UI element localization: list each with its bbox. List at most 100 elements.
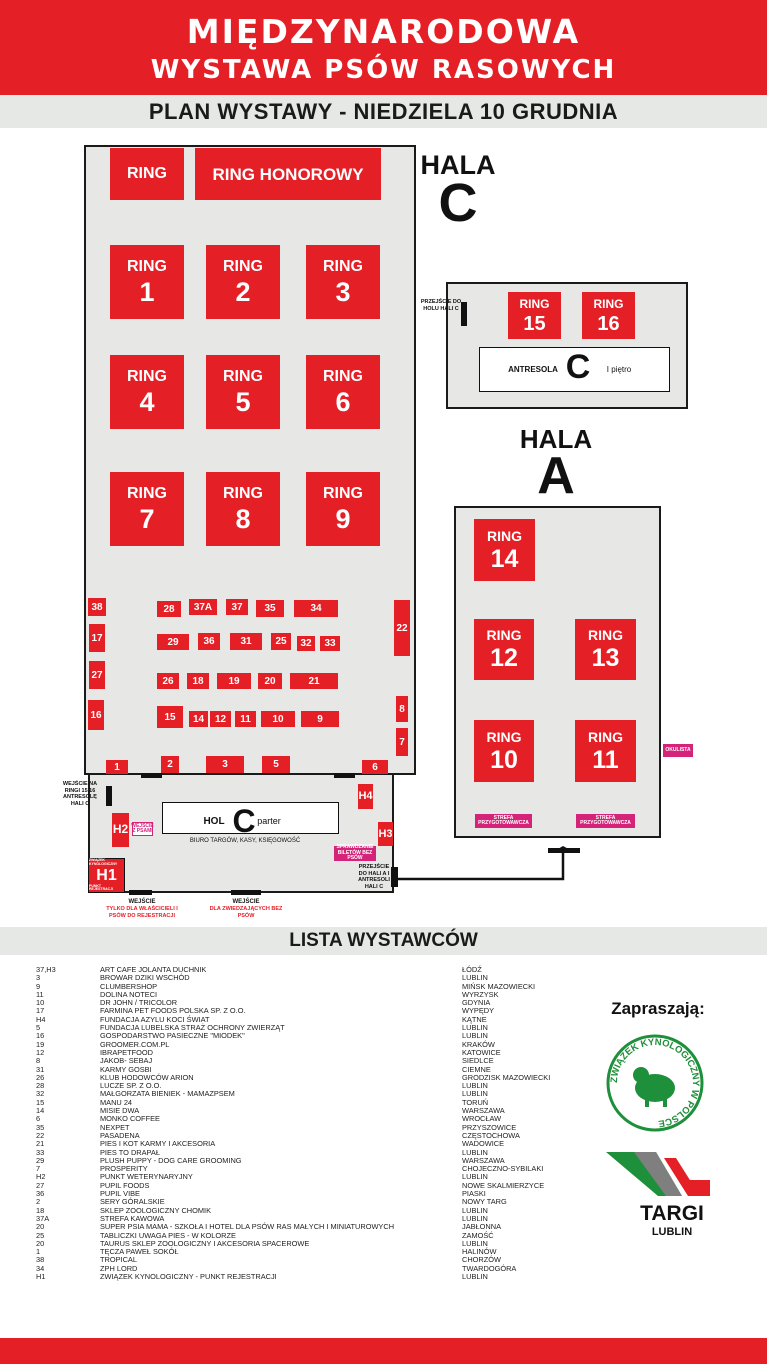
stand-26[interactable]: 26 (157, 673, 179, 689)
exhibitor-city: LUBLIN (462, 1205, 488, 1215)
stand-19[interactable]: 19 (217, 673, 251, 689)
ring-word: RING (588, 728, 623, 745)
exhibitor-city: HALINÓW (462, 1247, 497, 1257)
exhibitor-stand-number: 20 (36, 1222, 45, 1232)
door-przejscie-hali-a (391, 867, 398, 887)
exhibitor-city: LUBLIN (462, 973, 488, 983)
plan-title: PLAN WYSTAWY - NIEDZIELA 10 GRUDNIA (148, 99, 619, 124)
antresola-label: ANTRESOLA (508, 365, 558, 374)
stand-33[interactable]: 33 (320, 636, 340, 651)
stand-38[interactable]: 38 (88, 598, 106, 616)
stand-8[interactable]: 8 (396, 696, 408, 722)
stand-11[interactable]: 11 (235, 711, 256, 727)
stand-27[interactable]: 27 (89, 661, 105, 689)
antresola-floor: I piętro (606, 365, 632, 374)
exhibitor-stand-number: 28 (36, 1081, 45, 1091)
list-title-bar: LISTA WYSTAWCÓW (0, 927, 767, 955)
stand-20[interactable]: 20 (258, 673, 282, 689)
stand-12[interactable]: 12 (210, 711, 231, 727)
stand-31[interactable]: 31 (230, 633, 262, 650)
ring-honorowy[interactable]: RING HONOROWY (195, 148, 381, 200)
exhibitor-city: WADOWICE (462, 1139, 505, 1149)
exhibitor-city: PRZYSZOWICE (462, 1122, 517, 1132)
exhibitor-name: BROWAR DZIKI WSCHÓD (100, 973, 190, 983)
stand-7[interactable]: 7 (396, 728, 408, 756)
exhibitor-city: LUBLIN (462, 1089, 488, 1099)
okulista-stand[interactable]: OKULISTA (663, 744, 693, 757)
stand-5[interactable]: 5 (262, 756, 290, 773)
exhibitor-stand-number: 11 (36, 989, 44, 999)
ring-top[interactable]: RING (110, 148, 184, 200)
ring-word: RING (323, 484, 363, 502)
h1-box[interactable]: ZWIĄZEK KYNOLOGICZNY H1 PUNKT REJESTRACJ… (88, 858, 125, 893)
stand-15[interactable]: 15 (157, 706, 183, 728)
wejscie-1-sublabel: TYLKO DLA WŁAŚCICIELI I PSÓW DO REJESTRA… (106, 906, 178, 919)
list-title: LISTA WYSTAWCÓW (289, 930, 478, 951)
exhibitor-name: JAKOB- SEBAJ (100, 1056, 153, 1066)
stand-37[interactable]: 37 (226, 599, 248, 615)
h4-box[interactable]: H4 (358, 784, 373, 809)
stand-9[interactable]: 9 (301, 711, 339, 727)
stand-1[interactable]: 1 (106, 760, 128, 774)
stand-28[interactable]: 28 (157, 601, 181, 617)
exhibitor-city: ZAMOŚĆ (462, 1230, 494, 1240)
stand-29[interactable]: 29 (157, 634, 189, 650)
stand-21[interactable]: 21 (290, 673, 338, 689)
exhibitor-stand-number: 35 (36, 1122, 45, 1132)
exhibitor-stand-number: 38 (36, 1255, 45, 1265)
plan-title-bar: PLAN WYSTAWY - NIEDZIELA 10 GRUDNIA (0, 95, 767, 128)
exhibitor-stand-number: 32 (36, 1089, 45, 1099)
door-antresola (461, 302, 467, 326)
stand-18[interactable]: 18 (187, 673, 209, 689)
sprawdzanie-biletow: SPRAWDZANIE BILETÓW BEZ PSÓW (334, 845, 376, 861)
exhibitor-stand-number: 9 (36, 981, 41, 991)
door-hall-a (548, 848, 580, 853)
stand-17[interactable]: 17 (89, 624, 105, 652)
stand-6[interactable]: 6 (362, 760, 388, 774)
stand-3[interactable]: 3 (206, 756, 244, 773)
targi-lublin-logo-icon (606, 1152, 710, 1196)
stand-34[interactable]: 34 (294, 600, 338, 617)
h3-label: H3 (378, 827, 393, 840)
stand-36[interactable]: 36 (198, 633, 220, 650)
stand-10[interactable]: 10 (261, 711, 295, 727)
exhibitor-stand-number: 3 (36, 973, 41, 983)
exhibitor-name: PLUSH PUPPY - DOG CARE GROOMING (100, 1155, 242, 1165)
stand-25[interactable]: 25 (271, 633, 291, 650)
stand-35[interactable]: 35 (256, 600, 284, 617)
exhibitor-stand-number: 36 (36, 1189, 45, 1199)
ring-number: 8 (235, 503, 251, 534)
exhibitor-name: IBRAPETFOOD (100, 1047, 153, 1057)
h2-box[interactable]: H2 (112, 813, 129, 847)
stand-14[interactable]: 14 (189, 711, 208, 727)
stand-16[interactable]: 16 (88, 700, 104, 730)
stand-2[interactable]: 2 (161, 756, 179, 773)
stand-37a[interactable]: 37A (189, 599, 217, 615)
exhibitor-stand-number: 20 (36, 1238, 45, 1248)
h3-box[interactable]: H3 (378, 822, 393, 846)
stand-32[interactable]: 32 (297, 636, 315, 651)
stand-22[interactable]: 22 (394, 600, 410, 656)
